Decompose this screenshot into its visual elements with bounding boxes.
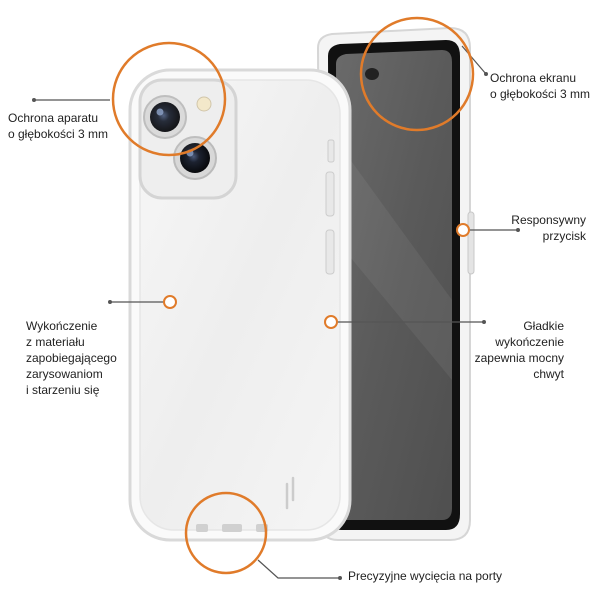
screen-glare bbox=[336, 140, 452, 380]
leader-dot bbox=[482, 320, 486, 324]
callout-scratch-finish: Wykończenie z materiału zapobiegającego … bbox=[26, 319, 117, 397]
highlight-screen bbox=[359, 16, 475, 132]
lens-reflection bbox=[156, 108, 164, 116]
leader-dot bbox=[108, 300, 112, 304]
highlight-camera bbox=[111, 41, 227, 157]
highlight-button bbox=[456, 223, 470, 237]
brand-logo-icon bbox=[285, 476, 295, 510]
volume-button-up bbox=[325, 171, 335, 217]
port-cutout bbox=[196, 524, 208, 532]
port-cutout bbox=[222, 524, 242, 532]
mute-switch bbox=[327, 139, 335, 163]
leader-dot bbox=[484, 72, 488, 76]
highlight-circles bbox=[111, 16, 475, 575]
callout-camera-protection: Ochrona aparatu o głębokości 3 mm bbox=[8, 111, 109, 141]
back-phone bbox=[128, 68, 352, 542]
leader-ports bbox=[257, 559, 340, 579]
leader-lines bbox=[34, 45, 518, 579]
flash-icon bbox=[196, 96, 212, 112]
leader-dot bbox=[338, 576, 342, 580]
front-camera-notch bbox=[365, 68, 379, 80]
volume-button-down bbox=[325, 229, 335, 275]
highlight-grip bbox=[324, 315, 338, 329]
callout-port-cutouts: Precyzyjne wycięcia na porty bbox=[348, 569, 503, 583]
front-phone bbox=[316, 26, 475, 541]
callout-screen-protection: Ochrona ekranu o głębokości 3 mm bbox=[490, 71, 591, 101]
side-button-right bbox=[467, 211, 475, 275]
leader-dot bbox=[32, 98, 36, 102]
leader-dot bbox=[516, 228, 520, 232]
camera-lens-icon bbox=[150, 102, 180, 132]
leader-screen bbox=[461, 45, 487, 75]
callout-responsive-button: Responsywny przycisk bbox=[511, 213, 586, 243]
callout-smooth-grip: Gładkie wykończenie zapewnia mocny chwyt bbox=[474, 319, 564, 381]
camera-lens-icon bbox=[180, 143, 210, 173]
front-screen bbox=[336, 50, 452, 520]
highlight-ports bbox=[184, 491, 268, 575]
highlight-finish bbox=[163, 295, 177, 309]
